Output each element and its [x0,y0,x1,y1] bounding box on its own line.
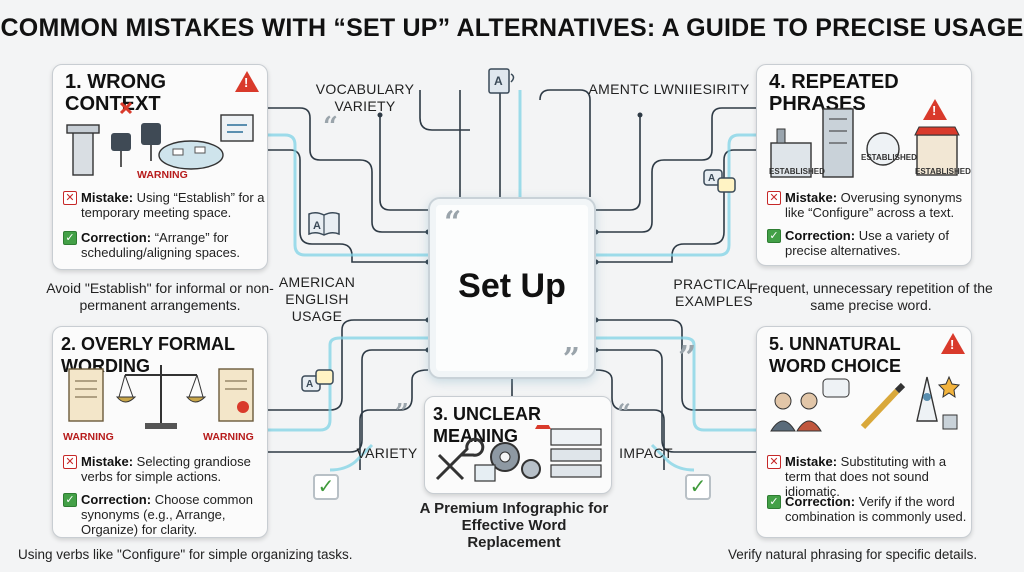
mistake-icon: ✕ [767,455,781,469]
card-overly-formal-wording: 2. OVERLY FORMAL WORDING WARNING WARNING… [52,326,268,538]
quote-icon: ” [678,338,697,376]
correction-icon: ✓ [63,493,77,507]
open-book-icon: A [308,211,340,236]
mistake-icon: ✕ [63,191,77,205]
correction-icon: ✓ [63,231,77,245]
meeting-room-illustration [66,101,254,176]
dictionary-icon: A [488,68,515,94]
card-repeated-phrases: 4. REPEATED PHRASES ESTABLISHED ESTABLIS… [756,64,972,266]
mistake-icon: ✕ [63,455,77,469]
card-wrong-context: 1. WRONG CONTEXT WARNING ✕ Mistake: Usin… [52,64,268,270]
label-vocabulary-variety: VOCABULARY VARIETY [315,81,415,114]
mistake-text: Mistake: Substituting with a term that d… [785,454,947,499]
check-icon: ✓ [685,474,711,500]
sign-label: ESTABLISHED [769,167,825,176]
svg-text:A: A [494,74,503,88]
card-title: 3. UNCLEAR MEANING [433,404,542,446]
sign-label: ESTABLISHED [861,153,917,162]
card-4-caption: Frequent, unnecessary repetition of the … [749,280,993,313]
label-amentc: AMENTC LWNIIESIRITY [588,81,750,97]
warning-label: WARNING [63,431,114,443]
card-2-caption: Using verbs like "Configure" for simple … [18,547,353,562]
check-icon: ✓ [313,474,339,500]
card-title: 2. OVERLY FORMAL WORDING [61,334,235,376]
label-variety: VARIETY [356,445,418,461]
card-1-caption: Avoid "Establish" for informal or non-pe… [46,280,274,313]
card-unnatural-word-choice: 5. UNNATURAL WORD CHOICE ✕ Mistake: Subs… [756,326,972,538]
page-title: COMMON MISTAKES WITH “SET UP” ALTERNATIV… [0,14,1024,42]
card-title: 1. WRONG CONTEXT [65,71,167,115]
correction-icon: ✓ [767,495,781,509]
warning-icon [941,333,965,354]
svg-text:A: A [313,220,321,232]
card-unclear-meaning: 3. UNCLEAR MEANING [424,396,612,494]
correction-text: Correction: Choose common synonyms (e.g.… [81,492,253,537]
mistake-text: Mistake: Selecting grandiose verbs for s… [81,454,251,484]
warning-label: WARNING [203,431,254,443]
label-american-english-usage: AMERICAN ENGLISH USAGE [278,274,356,324]
open-quote-icon: “ [444,205,462,240]
card-5-caption: Verify natural phrasing for specific det… [728,547,978,562]
quote-icon: “ [617,398,631,427]
center-node: “ Set Up ” [428,197,596,379]
correction-text: Correction: “Arrange” for scheduling/ali… [81,230,240,260]
correction-text: Correction: Verify if the word combinati… [785,494,967,524]
center-term: Set Up [458,267,566,305]
svg-text:A: A [708,173,715,184]
correction-text: Correction: Use a variety of precise alt… [785,228,950,258]
warning-icon [235,71,259,92]
quote-icon: “ [323,112,338,142]
mistake-text: Mistake: Using “Establish” for a tempora… [81,190,265,220]
people-rocket-illustration [770,375,961,432]
chat-translate-icon: A [703,169,736,193]
scales-illustration [68,365,254,429]
mistake-icon: ✕ [767,191,781,205]
chat-translate-icon: A [301,369,334,392]
warning-icon [923,99,947,120]
close-quote-icon: ” [562,342,580,377]
tools-gears-illustration [435,425,602,482]
buildings-illustration [770,108,960,178]
label-practical-examples: PRACTICAL EXAMPLES [673,276,755,309]
svg-text:A: A [306,379,313,390]
quote-icon: ” [395,398,409,427]
sign-label: ESTABLISHED [915,167,971,176]
warning-label: WARNING [137,169,188,181]
mistake-text: Mistake: Overusing synonyms like “Config… [785,190,963,220]
infographic-subtitle: A Premium Infographic for Effective Word… [419,500,609,551]
label-impact: IMPACT [619,445,673,461]
correction-icon: ✓ [767,229,781,243]
card-title: 5. UNNATURAL WORD CHOICE [769,334,901,376]
